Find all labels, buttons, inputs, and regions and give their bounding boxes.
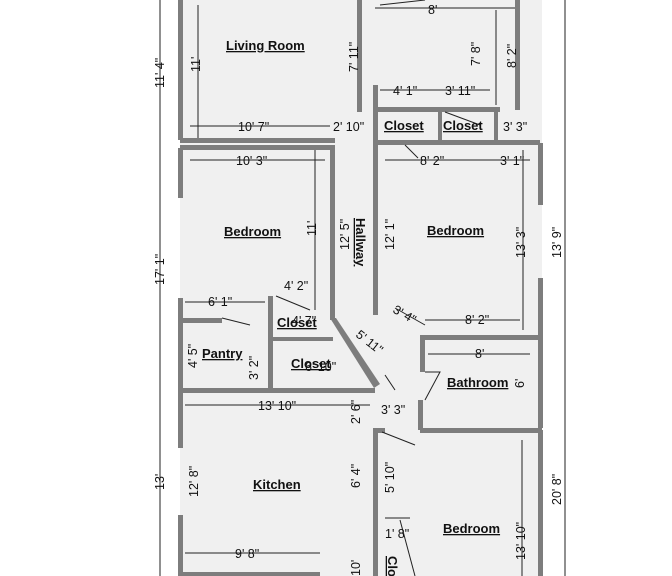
dim-kitchen-gap: 2' 6": [349, 400, 363, 424]
room-kitchen: Kitchen: [253, 477, 301, 492]
dim-kitchen-height: 12' 8": [187, 466, 201, 497]
walls: [178, 0, 543, 576]
door-swing-top: [379, 0, 426, 6]
dim-outer-right-bottom: 20' 8": [550, 474, 564, 505]
wall-outer-right-mid2: [538, 278, 543, 428]
dim-closet-top: 4' 2": [284, 279, 308, 293]
dim-bed3-height: 13' 10": [514, 522, 528, 560]
dim-hall-length: 12' 5": [338, 219, 352, 250]
room-closet-4: Closet: [291, 356, 331, 371]
wall-bed1-top: [180, 145, 332, 150]
wall-hall-left-top: [357, 0, 362, 112]
door-swing-bed3: [381, 431, 416, 446]
dim-kitchen-right: 6' 4": [349, 464, 363, 488]
wall-closet-right: [494, 107, 498, 145]
wall-outer-left-top: [178, 0, 183, 140]
dim-bed1-height: 11': [305, 221, 319, 236]
wall-outer-left-mid: [178, 148, 183, 198]
dim-lr-width: 10' 7": [238, 120, 269, 134]
dim-pantry-top: 6' 1": [208, 295, 232, 309]
wall-lr-bottom: [180, 138, 335, 143]
room-closet-5: Clo: [385, 556, 400, 576]
dim-lr-height: 11': [189, 57, 203, 72]
wall-outer-left-mid2: [178, 298, 183, 448]
dim-closet-w2: 3' 11": [445, 84, 475, 98]
door-swing-bath: [424, 371, 441, 401]
dim-bed2-right: 13' 3": [514, 227, 528, 258]
dim-bath-height: 6': [513, 379, 527, 388]
wall-outer-left-low: [178, 515, 183, 576]
dim-bed2-width: 8' 2": [420, 154, 444, 168]
dim-closet-small: 4' 7": [292, 314, 316, 328]
dim-kitchen-width: 13' 10": [258, 399, 296, 413]
room-bedroom-3: Bedroom: [443, 521, 500, 536]
wall-kitchen-bottom: [180, 572, 320, 576]
dim-outer-left-bottom: 13': [153, 474, 167, 490]
dim-kitchen-bottom: 9' 8": [235, 547, 259, 561]
dim-bath-width: 8': [475, 347, 484, 361]
dim-pantry-height: 4' 5": [186, 344, 200, 368]
dim-top-right-height: 7' 8": [469, 42, 483, 66]
wall-bed3-left: [373, 428, 378, 576]
dim-bottom-cut: 10': [349, 560, 363, 576]
dimension-lines: [159, 0, 566, 576]
room-closet-1: Closet: [384, 118, 424, 133]
door-swing-closet-r: [444, 111, 481, 126]
wall-closet-top: [375, 107, 500, 112]
room-bathroom: Bathroom: [447, 375, 508, 390]
dim-closet-bottom: 6' 10": [305, 360, 336, 374]
dim-outer-left-top: 11' 4": [153, 58, 167, 88]
wall-pantry-right: [268, 318, 273, 390]
wall-closet-mid: [438, 107, 442, 145]
door-swing-pantry: [221, 317, 251, 326]
door-swing-hall2: [384, 374, 396, 391]
room-bedroom-2: Bedroom: [427, 223, 484, 238]
dim-closet-bottom-w: 1' 8": [385, 527, 409, 541]
dim-bed3-left: 5' 10": [383, 462, 397, 493]
wall-pantry-top: [180, 318, 222, 323]
door-swing-clo: [399, 519, 416, 576]
wall-outer-right-mid: [538, 143, 543, 205]
wall-closet2-top: [273, 337, 333, 341]
dim-outer-right-top: 8' 2": [505, 44, 519, 68]
dim-bed2-side: 3' 1": [500, 154, 524, 168]
wall-bath-bottom: [420, 428, 542, 433]
wall-bed3-top: [373, 428, 385, 433]
wall-bath-left2: [418, 400, 423, 430]
dim-bath-door: 3' 3": [381, 403, 405, 417]
room-bedroom-1: Bedroom: [224, 224, 281, 239]
dim-closet-w3: 3' 3": [503, 120, 527, 134]
door-swing-hall: [394, 307, 426, 326]
room-hallway: Hallway: [353, 218, 368, 267]
dim-pantry-right: 3' 2": [247, 356, 261, 380]
dim-outer-right-mid: 13' 9": [550, 227, 564, 258]
dim-bed1-width: 10' 3": [236, 154, 267, 168]
room-living-room: Living Room: [226, 38, 305, 53]
dim-closet-w1: 4' 1": [393, 84, 417, 98]
dim-lr-right: 7' 11": [347, 42, 361, 72]
wall-closet1-top: [268, 296, 273, 320]
dim-outer-left-mid: 17' 1": [153, 254, 167, 285]
room-closet-2: Closet: [443, 118, 483, 133]
wall-hall-left: [330, 145, 335, 320]
wall-outer-right-top: [515, 0, 520, 110]
dim-top-right-width: 8': [428, 3, 437, 17]
wall-bed2-bottom: [420, 335, 542, 340]
room-pantry: Pantry: [202, 346, 243, 361]
door-swing-closet2: [275, 295, 311, 311]
wall-kitchen-top: [180, 388, 375, 393]
room-closet-3: Closet: [277, 315, 317, 330]
wall-bath-left: [420, 340, 425, 372]
door-swing-closet: [404, 144, 419, 159]
wall-hall-right: [373, 85, 378, 315]
wall-outer-right-low: [538, 430, 543, 576]
dim-bath-top: 8' 2": [465, 313, 489, 327]
dim-hall-width: 2' 10": [333, 120, 364, 134]
wall-diagonal: [330, 318, 380, 388]
wall-closet-bottom: [375, 140, 540, 145]
dim-bed2-height: 12' 1": [383, 219, 397, 250]
dimension-labels: 11' 4" 17' 1" 13' 8' 2" 13' 9" 20' 8" 11…: [153, 3, 564, 576]
